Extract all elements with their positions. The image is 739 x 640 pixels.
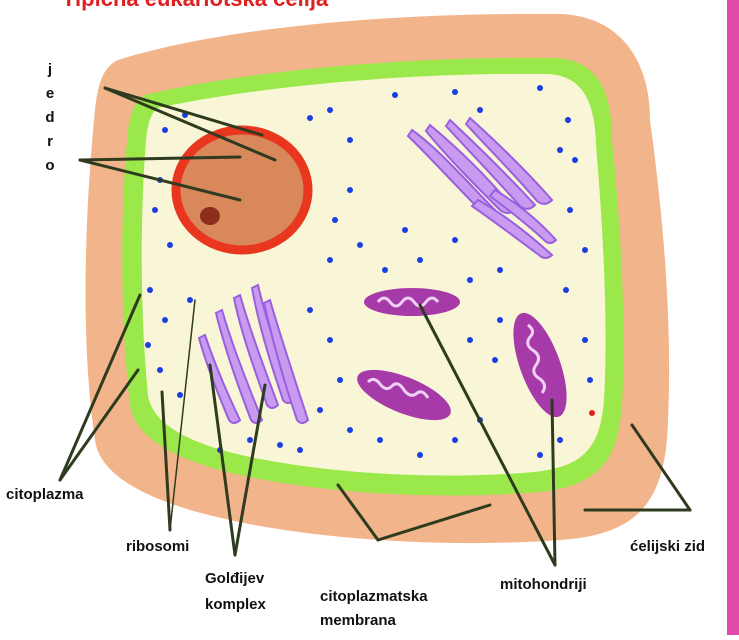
accent-edge bbox=[727, 0, 739, 635]
label-citoplazma: citoplazma bbox=[6, 486, 84, 503]
label-mitohondriji: mitohondriji bbox=[500, 576, 587, 593]
diagram-title: Tipična eukariotska ćelija bbox=[62, 0, 328, 12]
label-goldjiev-2: komplex bbox=[205, 596, 266, 613]
label-ribosomi: ribosomi bbox=[126, 538, 189, 555]
label-jedro-letter: d bbox=[40, 106, 60, 130]
label-jedro-letter: j bbox=[40, 58, 60, 82]
label-celijski-zid: ćelijski zid bbox=[630, 538, 705, 555]
label-citoplazmatska-1: citoplazmatska bbox=[320, 588, 428, 605]
label-jedro-letter: r bbox=[40, 130, 60, 154]
label-goldjiev-1: Golđijev bbox=[205, 570, 264, 587]
nucleolus bbox=[200, 207, 220, 225]
label-jedro-letter: e bbox=[40, 82, 60, 106]
label-citoplazmatska-2: membrana bbox=[320, 612, 396, 629]
label-jedro-letter: o bbox=[40, 154, 60, 178]
red-dot bbox=[589, 410, 595, 416]
label-jedro: j e d r o bbox=[40, 58, 60, 178]
